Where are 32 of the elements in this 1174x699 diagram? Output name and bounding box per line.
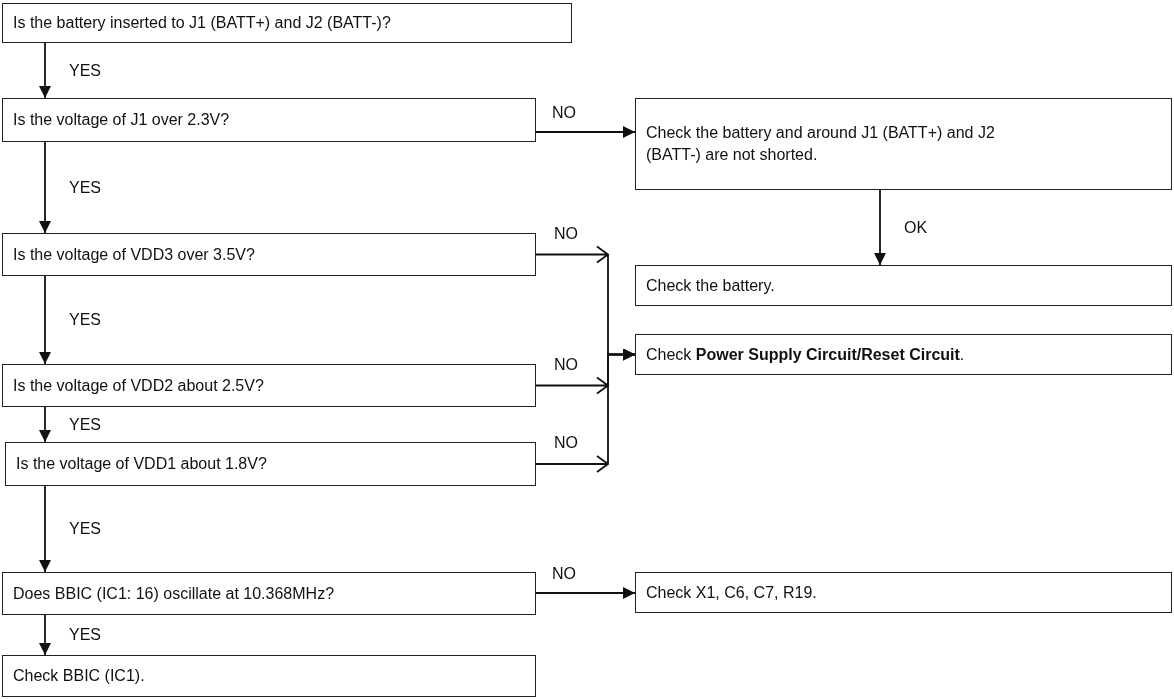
arrow <box>39 141 51 234</box>
process-box <box>2 233 536 276</box>
process-box <box>635 98 1172 190</box>
box-text: Check BBIC (IC1). <box>13 666 145 687</box>
box-text: Is the voltage of VDD2 about 2.5V? <box>13 375 264 396</box>
arrow <box>874 189 886 266</box>
arrow <box>39 614 51 656</box>
process-box <box>2 655 536 697</box>
process-box <box>5 442 536 486</box>
box-text: Check the battery. <box>646 275 775 296</box>
process-box <box>2 3 572 43</box>
box-text: Does BBIC (IC1: 16) oscillate at 10.368MHz? <box>13 583 335 604</box>
process-box <box>635 265 1172 306</box>
arrow <box>535 348 636 473</box>
process-box <box>2 364 536 407</box>
box-text: Check the battery and around J1 (BATT+) and J2 (BATT-) are not shorted. <box>646 123 996 165</box>
process-box <box>2 572 536 615</box>
box-text: Is the voltage of J1 over 2.3V? <box>13 110 230 131</box>
process-box <box>2 98 536 142</box>
box-text: Is the voltage of VDD3 over 3.5V? <box>13 244 255 265</box>
process-box <box>635 572 1172 613</box>
box-text: Check X1, C6, C7, R19. <box>646 582 817 603</box>
box-text: Check Power Supply Circuit/Reset Circuit. <box>646 344 965 365</box>
box-text: Is the voltage of VDD1 about 1.8V? <box>16 454 267 475</box>
arrow <box>39 42 51 99</box>
process-box <box>635 334 1172 375</box>
arrow <box>39 275 51 365</box>
arrow <box>535 126 636 138</box>
arrow <box>535 587 636 599</box>
arrow <box>39 406 51 443</box>
arrow <box>39 485 51 573</box>
box-text: Is the battery inserted to J1 (BATT+) and J2 (BATT-)? <box>13 13 391 34</box>
